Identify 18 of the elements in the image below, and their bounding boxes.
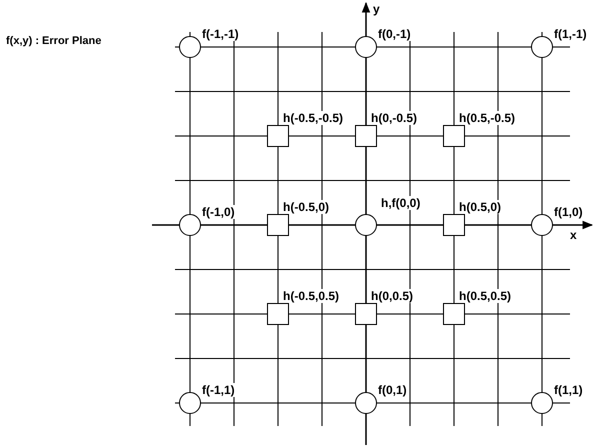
point-label: f(-1,0) bbox=[201, 205, 236, 219]
point-label: h(-0.5,0.5) bbox=[282, 289, 340, 303]
point-label: h,f(0,0) bbox=[380, 196, 422, 210]
point-label: h(0,0.5) bbox=[370, 289, 414, 303]
point-label: h(0.5,-0.5) bbox=[458, 111, 516, 125]
diagram-title: f(x,y) : Error Plane bbox=[5, 34, 102, 48]
point-label: h(0.5,0.5) bbox=[458, 289, 512, 303]
point-label: h(-0.5,-0.5) bbox=[282, 111, 344, 125]
point-label: h(0.5,0) bbox=[458, 200, 502, 214]
point-label: f(1,1) bbox=[553, 383, 584, 397]
point-label: f(1,-1) bbox=[553, 27, 588, 41]
point-label: f(0,1) bbox=[377, 383, 408, 397]
point-label: f(-1,-1) bbox=[201, 27, 240, 41]
point-label: h(-0.5,0) bbox=[282, 200, 330, 214]
point-label: f(-1,1) bbox=[201, 383, 236, 397]
point-label: f(1,0) bbox=[553, 205, 584, 219]
point-label: f(0,-1) bbox=[377, 27, 412, 41]
point-label: h(0,-0.5) bbox=[370, 111, 418, 125]
